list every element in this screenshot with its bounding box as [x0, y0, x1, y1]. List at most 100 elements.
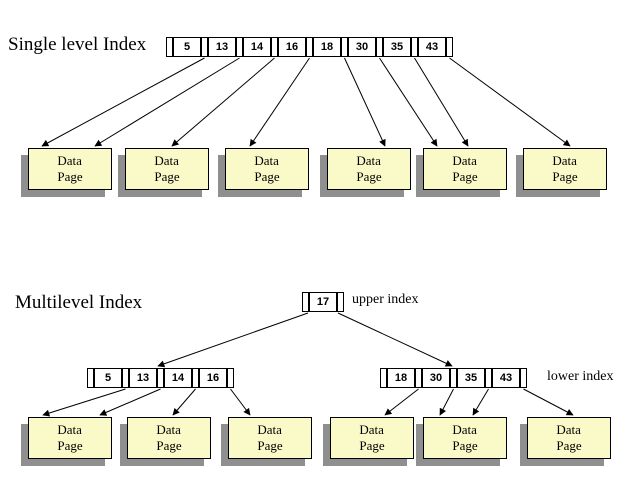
- index-key-cell: 16: [199, 368, 227, 388]
- index-key-cell: 35: [457, 368, 485, 388]
- data-page-label-line2: Page: [156, 438, 182, 453]
- data-page-label-line1: Data: [154, 152, 179, 168]
- pointer-arrow: [449, 57, 571, 147]
- data-page-label-line2: Page: [57, 438, 83, 453]
- data-page-label-line1: Data: [254, 152, 279, 168]
- pointer-cell: [236, 37, 243, 57]
- pointer-cell: [411, 37, 418, 57]
- pointer-arrow: [523, 388, 574, 416]
- data-page-label-line2: Page: [452, 438, 478, 453]
- upper-index-label: upper index: [352, 292, 419, 307]
- pointer-cell: [341, 37, 348, 57]
- pointer-cell: [485, 368, 492, 388]
- data-page-label-line2: Page: [254, 169, 280, 184]
- pointer-cell: [520, 368, 527, 388]
- pointer-arrow: [42, 388, 126, 417]
- pointer-cell: [415, 368, 422, 388]
- index-key-cell: 18: [313, 37, 341, 57]
- single-level-title: Single level Index: [8, 34, 147, 55]
- pointer-cell: [122, 368, 129, 388]
- index-key-cell: 14: [243, 37, 271, 57]
- pointer-cell: [192, 368, 199, 388]
- multilevel-title: Multilevel Index: [15, 292, 143, 313]
- index-key-cell: 43: [418, 37, 446, 57]
- data-page-label-line1: Data: [452, 421, 477, 437]
- pointer-cell: [380, 368, 387, 388]
- pointer-arrow: [379, 57, 438, 147]
- index-key-cell: 17: [309, 292, 337, 312]
- data-page-label-line2: Page: [356, 169, 382, 184]
- data-page-label-line2: Page: [556, 438, 582, 453]
- pointer-arrow: [41, 57, 205, 147]
- pointer-cell: [376, 37, 383, 57]
- data-page-label-line1: Data: [57, 152, 82, 168]
- lower-index-strip-right: 18 30 35 43: [380, 368, 527, 388]
- data-page-label-line2: Page: [257, 438, 283, 453]
- index-key-cell: 5: [173, 37, 201, 57]
- index-key-cell: 13: [208, 37, 236, 57]
- index-key-cell: 30: [422, 368, 450, 388]
- index-key-cell: 30: [348, 37, 376, 57]
- pointer-cell: [157, 368, 164, 388]
- upper-index-strip: 17: [302, 292, 344, 312]
- pointer-arrow: [384, 388, 419, 416]
- pointer-arrow: [439, 388, 454, 416]
- pointer-cell: [306, 37, 313, 57]
- pointer-arrow: [171, 57, 275, 147]
- lower-index-label: lower index: [547, 369, 614, 384]
- pointer-cell: [227, 368, 234, 388]
- pointer-arrow: [157, 312, 309, 368]
- index-key-cell: 18: [387, 368, 415, 388]
- data-page-label-line2: Page: [452, 169, 478, 184]
- data-page-label-line2: Page: [57, 169, 83, 184]
- data-page-label-line1: Data: [57, 421, 82, 437]
- pointer-cell: [201, 37, 208, 57]
- pointer-arrow: [94, 57, 240, 147]
- index-key-cell: 5: [94, 368, 122, 388]
- pointer-arrow: [337, 312, 453, 367]
- pointer-arrow: [472, 388, 489, 416]
- index-key-cell: 14: [164, 368, 192, 388]
- pointer-arrow: [249, 57, 310, 147]
- data-page-label-line1: Data: [359, 421, 384, 437]
- index-key-cell: 43: [492, 368, 520, 388]
- data-page-label-line1: Data: [257, 421, 282, 437]
- pointer-arrow: [99, 388, 161, 416]
- pointer-arrow: [172, 388, 196, 416]
- pointer-cell: [446, 37, 453, 57]
- data-page-label-line2: Page: [154, 169, 180, 184]
- pointer-cell: [450, 368, 457, 388]
- data-page-label-line1: Data: [156, 421, 181, 437]
